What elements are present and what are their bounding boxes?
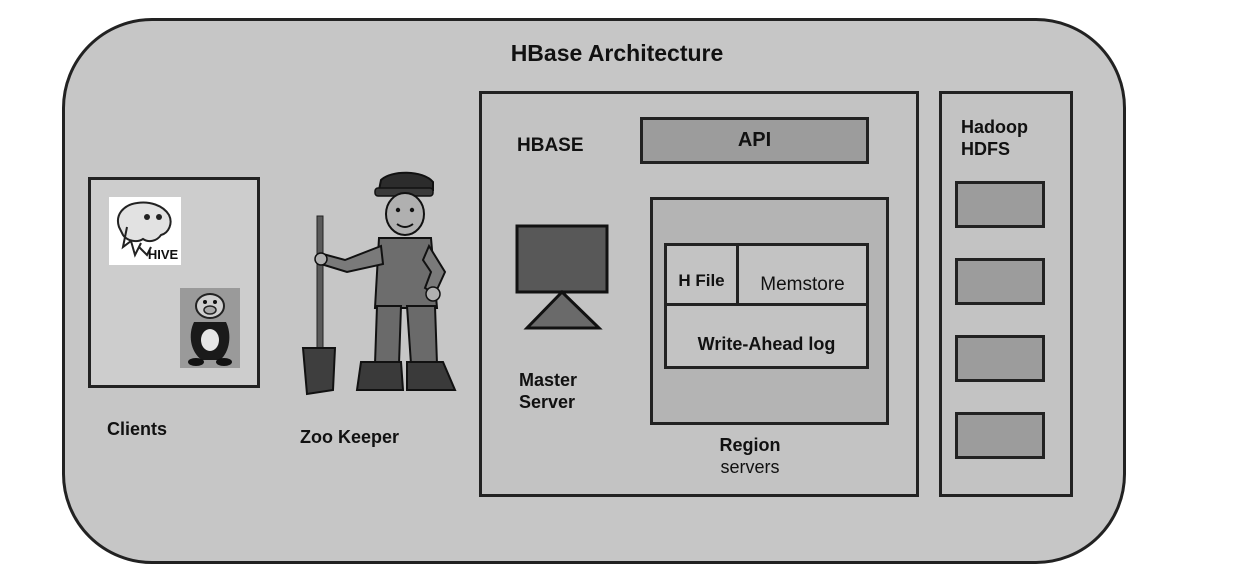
region-servers-label: Region servers — [705, 434, 795, 478]
region-servers-label-line2: servers — [720, 457, 780, 477]
hive-logo: HIVE — [109, 197, 181, 265]
hdfs-label-line1: Hadoop — [961, 117, 1028, 137]
hdfs-label: Hadoop HDFS — [961, 116, 1028, 160]
api-block: API — [640, 117, 869, 164]
region-store-box — [664, 243, 869, 369]
memstore-cell: Memstore — [739, 246, 866, 306]
master-server-icon — [515, 224, 609, 330]
hdfs-label-line2: HDFS — [961, 139, 1010, 159]
master-server-label-line2: Server — [519, 392, 576, 412]
hive-logo-text: HIVE — [148, 247, 179, 262]
hfile-cell: H File — [667, 246, 739, 306]
hdfs-block — [955, 412, 1045, 459]
master-server-label-line1: Master — [519, 370, 578, 390]
hdfs-block — [955, 335, 1045, 382]
hdfs-block — [955, 258, 1045, 305]
region-servers-label-line1: Region — [719, 435, 781, 455]
zookeeper-figure — [301, 171, 457, 396]
master-server-label: Master Server — [519, 369, 577, 413]
hdfs-block — [955, 181, 1045, 228]
pig-logo — [180, 288, 240, 368]
diagram-title: HBase Architecture — [510, 40, 724, 66]
clients-label: Clients — [107, 419, 168, 439]
write-ahead-log-cell: Write-Ahead log — [697, 334, 836, 354]
hbase-label: HBASE — [517, 135, 584, 156]
zookeeper-label: Zoo Keeper — [300, 427, 400, 447]
